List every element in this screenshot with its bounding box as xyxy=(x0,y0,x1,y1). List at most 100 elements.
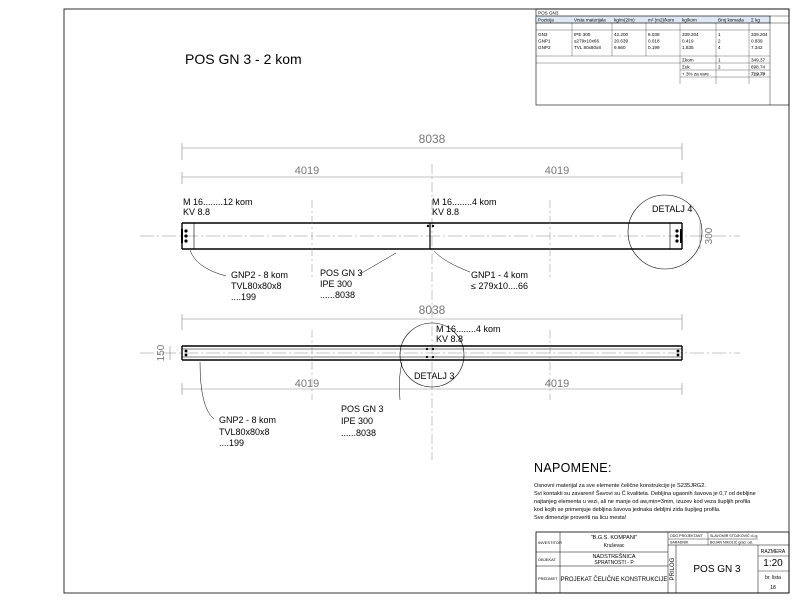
leader-line xyxy=(359,252,397,275)
top-view: 8038 4019 4019 xyxy=(140,132,740,460)
bottom-view: 8038 150 4019 4019 DETALJ 3 M 16........… xyxy=(140,303,740,448)
spec-cell: 0.018 xyxy=(648,39,660,44)
chief-designer-name: SLAVOMIR STOJKOVIĆ d.i.g. xyxy=(710,533,758,538)
pos-length: ......8038 xyxy=(341,428,376,438)
spec-sum-count: 2 xyxy=(718,65,721,70)
gnp1-label: GNP1 - 4 kom xyxy=(471,270,528,280)
gnp2-length: ....199 xyxy=(231,292,256,302)
spec-cell: 7.342 xyxy=(751,45,763,50)
gnp2-profile: TVL80x80x8 xyxy=(231,281,282,291)
spec-table-caption: POS GN3 xyxy=(538,11,559,16)
object-floors: SPRATNOSTI - P xyxy=(594,560,634,566)
dimension-right: 4019 xyxy=(545,378,569,390)
bolt-group-middle xyxy=(426,224,435,228)
spec-cell: 0.839 xyxy=(751,39,763,44)
sheet-number-label: br. lista xyxy=(765,575,781,581)
leader-line xyxy=(433,250,471,273)
notes-line: Svi kontakti su zavareni! Šavovi su Ć kv… xyxy=(534,491,756,497)
spec-row: GNP2 TVL 80x80x8 9.660 0.199 1.835 4 7.3… xyxy=(538,45,763,50)
spec-table: POS GN3 Pozicija Vrsta materijala kg/m(2… xyxy=(535,8,790,106)
detail-3-label: DETALJ 3 xyxy=(414,371,454,381)
dimension-left: 4019 xyxy=(295,165,319,177)
detail-circle xyxy=(399,322,465,388)
spec-cell: GNP1 xyxy=(538,39,551,44)
pos-profile: IPE 300 xyxy=(341,416,373,426)
spec-cell: 42.200 xyxy=(614,32,628,37)
spec-sum-row: Σkom 1 349.37 xyxy=(682,58,765,63)
spec-header-cell: m² (m2)/kom xyxy=(648,18,674,23)
title-block: INVESTITOR "B.G.S. KOMPANI" Kruševac OBJ… xyxy=(535,531,790,594)
dimension-height: 150 xyxy=(156,344,167,361)
sheet-frame xyxy=(63,8,790,594)
spec-header-cell: Pozicija xyxy=(538,18,554,23)
pos-label: POS GN 3 xyxy=(341,404,384,414)
bolt-label-middle: M 16........4 kom xyxy=(436,324,501,334)
investor-city: Kruševac xyxy=(604,543,625,549)
bolt-grade-left: KV 8.8 xyxy=(183,207,210,217)
spec-header-cell: Σ kg xyxy=(751,18,760,23)
gnp2-length: ....199 xyxy=(219,438,244,448)
spec-sum-value: 719.70 xyxy=(751,72,765,77)
spec-cell: 1 xyxy=(718,32,721,37)
bolt-label-middle: M 16........4 kom xyxy=(432,197,497,207)
detail-circle xyxy=(627,194,703,270)
chief-designer-label: ODG.PROJEKTANT xyxy=(670,534,703,538)
spec-cell: 0.419 xyxy=(682,39,694,44)
sheet-number: 18 xyxy=(770,585,776,591)
spec-cell: TVL 80x80x8 xyxy=(574,45,601,50)
spec-cell: GNP2 xyxy=(538,45,551,50)
sheet-drawing-title: POS GN 3 xyxy=(693,564,741,575)
scale-label: RAZMERA xyxy=(761,549,786,555)
prilog-label: PRILOG xyxy=(670,557,676,580)
project-name: PROJEKAT ČELIČNE KONSTRUKCIJE xyxy=(561,576,668,583)
notes-title: NAPOMENE: xyxy=(534,461,612,475)
detail-4-label: DETALJ 4 xyxy=(652,204,692,214)
dimension-height: 300 xyxy=(704,227,715,244)
bolt-grade-middle: KV 8.8 xyxy=(432,207,459,217)
notes-line: kod kojih se primenjuje debljina šavova … xyxy=(534,507,721,513)
spec-cell: 2 xyxy=(718,39,721,44)
pos-profile: IPE 300 xyxy=(320,279,352,289)
dimension-total: 8038 xyxy=(419,132,446,146)
spec-sum-value: 349.37 xyxy=(751,58,765,63)
spec-header-cell: kg/m(2/m) xyxy=(614,18,635,23)
spec-cell: 9.660 xyxy=(614,45,626,50)
spec-cell: ≤279x10x66 xyxy=(574,39,599,44)
project-label: PREDMET xyxy=(538,576,558,581)
spec-cell: 4 xyxy=(718,45,721,50)
spec-sum-label: + 3% za vare xyxy=(682,72,709,77)
spec-cell: 0.199 xyxy=(648,45,660,50)
spec-header-cell: Vrsta materijala xyxy=(574,18,606,23)
bolt-group-middle xyxy=(425,347,435,359)
notes-line: najtanjeg elementa u vezi, ali ne manje … xyxy=(534,499,751,505)
bolt-group-right xyxy=(675,229,682,243)
investor-name: "B.G.S. KOMPANI" xyxy=(591,535,638,541)
notes-block: NAPOMENE: Osnovni materijal za sve eleme… xyxy=(534,461,784,522)
spec-sum-label: Σuk xyxy=(682,65,690,70)
spec-header-cell: kg/kom xyxy=(682,18,697,23)
notes-line: Osnovni materijal za sve elemente čeličn… xyxy=(534,483,706,489)
spec-sum-count: 1 xyxy=(718,58,721,63)
associate-label: SARADNIK xyxy=(670,541,689,545)
pos-label: POS GN 3 xyxy=(320,268,363,278)
bolt-label-left: M 16........12 kom xyxy=(183,197,253,207)
spec-cell: 339.204 xyxy=(751,32,768,37)
drawing-title: POS GN 3 - 2 kom xyxy=(185,51,302,67)
gnp2-label: GNP2 - 8 kom xyxy=(219,415,276,425)
bolt-group-left xyxy=(181,229,188,243)
notes-line: Sve dimenzije proveriti na licu mesta! xyxy=(534,515,627,521)
spec-cell: GN3 xyxy=(538,32,548,37)
spec-cell: 20.639 xyxy=(614,39,628,44)
gnp2-label: GNP2 - 8 kom xyxy=(231,270,288,280)
object-label: OBJEKAT xyxy=(538,557,556,562)
spec-cell: 8.038 xyxy=(648,32,660,37)
bolt-group-left xyxy=(184,349,188,357)
spec-cell: IPE 300 xyxy=(574,32,591,37)
spec-sum-row: + 3% za vare 719.70 xyxy=(682,72,765,77)
spec-row: GN3 IPE 300 42.200 8.038 339.204 1 339.2… xyxy=(538,32,768,37)
spec-cell: 1.835 xyxy=(682,45,694,50)
gnp2-profile: TVL80x80x8 xyxy=(219,427,270,437)
investor-label: INVESTITOR xyxy=(538,540,562,545)
leader-line xyxy=(399,361,403,401)
